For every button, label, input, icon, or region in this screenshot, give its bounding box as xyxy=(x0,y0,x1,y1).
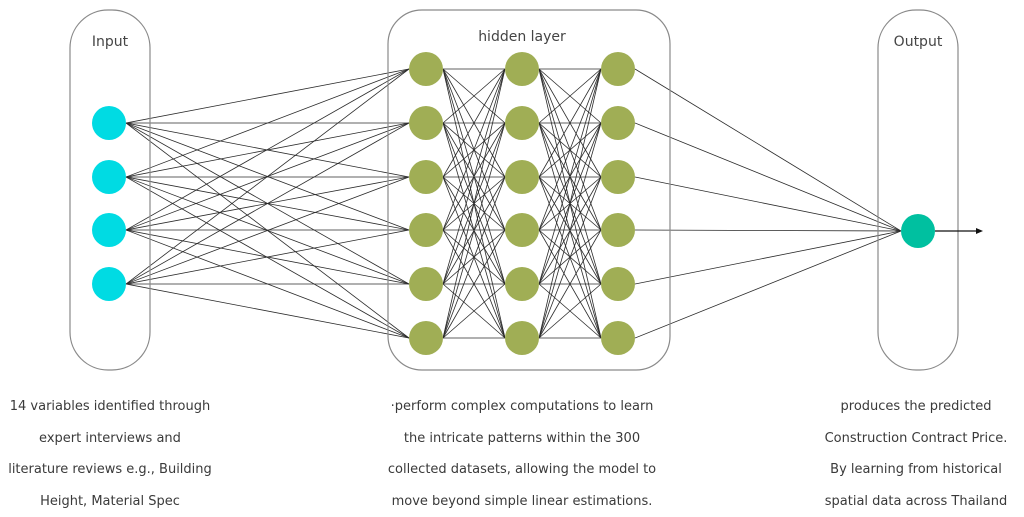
connection-edge xyxy=(442,68,506,231)
connection-edge xyxy=(538,122,602,339)
hidden-node xyxy=(409,267,443,301)
hidden-node xyxy=(409,321,443,355)
connection-edge xyxy=(442,283,506,339)
input-layer-box xyxy=(69,9,151,371)
output-layer-box xyxy=(877,9,959,371)
hidden-caption: ·perform complex computations to learn t… xyxy=(363,391,681,517)
hidden-node xyxy=(505,213,539,247)
hidden-node xyxy=(601,321,635,355)
connection-edge xyxy=(125,68,410,124)
connection-edge xyxy=(538,68,602,231)
input-caption: 14 variables identified through expert i… xyxy=(0,391,220,517)
caption-line: Height, Material Spec xyxy=(40,493,180,509)
hidden-node xyxy=(409,213,443,247)
caption-line: expert interviews and xyxy=(39,430,181,446)
hidden-node xyxy=(409,160,443,194)
connection-edge xyxy=(538,68,602,285)
hidden-node xyxy=(601,213,635,247)
caption-line: 14 variables identified through xyxy=(9,399,211,414)
caption-line: ·perform complex computations to learn xyxy=(390,399,654,414)
connection-edge xyxy=(634,68,902,232)
caption-line: Construction Contract Price. xyxy=(824,430,1008,446)
caption-line: literature reviews e.g., Building xyxy=(8,462,212,477)
hidden-node xyxy=(409,52,443,86)
caption-line: move beyond simple linear estimations. xyxy=(391,493,653,509)
caption-line: By learning from historical xyxy=(830,462,1002,477)
connection-edge xyxy=(538,68,602,339)
input-node xyxy=(92,106,126,140)
connection-edge xyxy=(634,230,902,339)
input-node xyxy=(92,213,126,247)
caption-line: the intricate patterns within the 300 xyxy=(403,430,641,446)
hidden-layer-title: hidden layer xyxy=(478,29,566,45)
connection-edge xyxy=(538,283,602,339)
input-node xyxy=(92,267,126,301)
output-arrow xyxy=(935,228,983,234)
hidden-node xyxy=(601,106,635,140)
connection-edge xyxy=(442,176,506,339)
caption-line: collected datasets, allowing the model t… xyxy=(387,462,657,477)
output-layer-title: Output xyxy=(894,34,943,50)
connection-edge xyxy=(125,283,410,339)
connection-edge xyxy=(125,68,410,178)
connection-edge xyxy=(634,229,902,232)
connection-edge xyxy=(125,176,410,285)
hidden-node xyxy=(505,267,539,301)
hidden-node xyxy=(409,106,443,140)
connection-edge xyxy=(634,230,902,285)
hidden-node xyxy=(505,106,539,140)
arrow-head-icon xyxy=(976,228,983,234)
connection-edge xyxy=(538,229,602,339)
input-node xyxy=(92,160,126,194)
hidden-node xyxy=(601,160,635,194)
connection-edge xyxy=(125,122,410,285)
connection-edge xyxy=(634,122,902,232)
hidden-node xyxy=(505,160,539,194)
connection-edge xyxy=(125,68,410,285)
connection-edge xyxy=(125,122,410,178)
connection-edge xyxy=(442,122,506,339)
hidden-node xyxy=(601,52,635,86)
connection-edge xyxy=(125,229,410,285)
connections xyxy=(125,68,902,339)
connection-edge xyxy=(125,176,410,339)
connection-edge xyxy=(442,68,506,285)
connection-edge xyxy=(634,176,902,232)
hidden-node xyxy=(601,267,635,301)
output-node xyxy=(901,214,935,248)
connection-edge xyxy=(442,68,506,339)
nodes xyxy=(92,52,935,355)
connection-edge xyxy=(442,68,506,178)
connection-edge xyxy=(538,68,602,178)
connection-edge xyxy=(442,229,506,339)
hidden-node xyxy=(505,52,539,86)
connection-edge xyxy=(125,68,410,231)
hidden-layer-box xyxy=(387,9,671,371)
connection-edge xyxy=(538,68,602,124)
hidden-node xyxy=(505,321,539,355)
output-caption: produces the predicted Construction Cont… xyxy=(806,391,1024,517)
connection-edge xyxy=(538,176,602,339)
caption-line: spatial data across Thailand xyxy=(824,493,1008,509)
input-layer-title: Input xyxy=(92,34,129,50)
caption-line: produces the predicted xyxy=(840,399,992,414)
connection-edge xyxy=(442,68,506,124)
